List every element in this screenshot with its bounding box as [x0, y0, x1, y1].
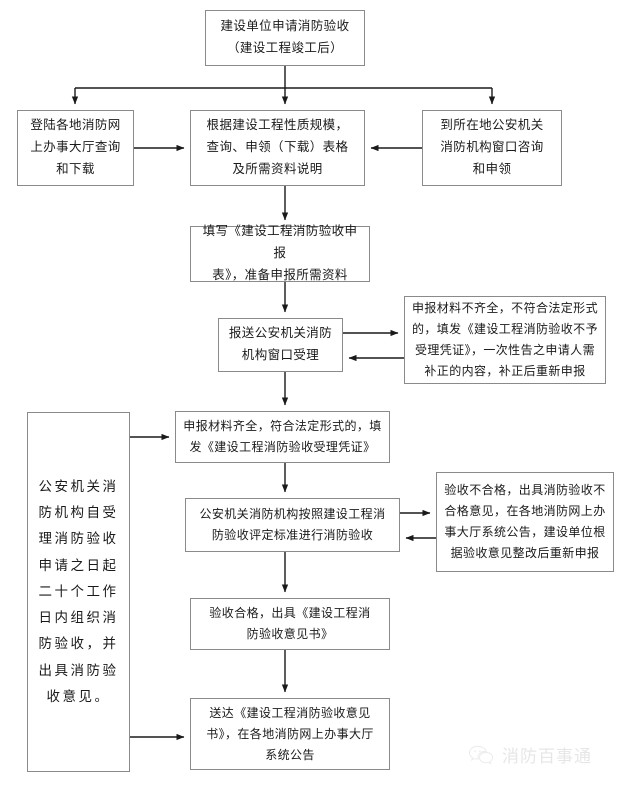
- node-start: 建设单位申请消防验收（建设工程竣工后）: [205, 10, 365, 66]
- watermark: 消防百事通: [468, 742, 592, 767]
- node-timeline-note-label: 公安机关消防机构自受理消防验收申请之日起二十个工作日内组织消防验收，并出具消防验…: [38, 478, 119, 705]
- node-incomplete-materials-label: 申报材料不齐全，不符合法定形式的，填发《建设工程消防验收不予受理凭证》，一次性告…: [411, 301, 598, 378]
- node-inspection-failed-label: 验收不合格，出具消防验收不合格意见，在各地消防网上办事大厅系统公告，建设单位根据…: [444, 483, 606, 560]
- node-timeline-note: 公安机关消防机构自受理消防验收申请之日起二十个工作日内组织消防验收，并出具消防验…: [27, 412, 130, 772]
- node-accept-voucher-label: 申报材料齐全，符合法定形式的，填发《建设工程消防验收受理凭证》: [183, 419, 382, 454]
- node-query-forms-label: 根据建设工程性质规模，查询、申领（下载）表格及所需资料说明: [206, 118, 349, 176]
- node-inspection-passed-label: 验收合格，出具《建设工程消防验收意见书》: [209, 606, 371, 641]
- node-deliver-opinion: 送达《建设工程消防验收意见书》，在各地消防网上办事大厅系统公告: [190, 698, 390, 770]
- node-query-forms: 根据建设工程性质规模，查询、申领（下载）表格及所需资料说明: [190, 110, 365, 186]
- node-incomplete-materials: 申报材料不齐全，不符合法定形式的，填发《建设工程消防验收不予受理凭证》，一次性告…: [404, 296, 606, 384]
- node-start-label: 建设单位申请消防验收（建设工程竣工后）: [220, 19, 350, 55]
- node-fill-form: 填写《建设工程消防验收申报表》，准备申报所需资料: [190, 224, 370, 282]
- node-online-hall-label: 登陆各地消防网上办事大厅查询和下载: [30, 118, 121, 176]
- node-window-consult: 到所在地公安机关消防机构窗口咨询和申领: [422, 110, 562, 186]
- node-accept-voucher: 申报材料齐全，符合法定形式的，填发《建设工程消防验收受理凭证》: [175, 411, 390, 463]
- node-fill-form-label: 填写《建设工程消防验收申报表》，准备申报所需资料: [202, 224, 358, 282]
- node-deliver-opinion-label: 送达《建设工程消防验收意见书》，在各地消防网上办事大厅系统公告: [206, 705, 374, 762]
- wechat-icon: [468, 745, 494, 764]
- node-submit-window-label: 报送公安机关消防机构窗口受理: [228, 326, 333, 362]
- watermark-label: 消防百事通: [502, 747, 592, 766]
- node-online-hall: 登陆各地消防网上办事大厅查询和下载: [17, 110, 134, 186]
- node-inspection-failed: 验收不合格，出具消防验收不合格意见，在各地消防网上办事大厅系统公告，建设单位根据…: [436, 472, 614, 572]
- node-inspection: 公安机关消防机构按照建设工程消防验收评定标准进行消防验收: [185, 498, 400, 552]
- node-inspection-label: 公安机关消防机构按照建设工程消防验收评定标准进行消防验收: [199, 507, 386, 542]
- node-inspection-passed: 验收合格，出具《建设工程消防验收意见书》: [190, 598, 390, 650]
- node-submit-window: 报送公安机关消防机构窗口受理: [218, 318, 343, 372]
- node-window-consult-label: 到所在地公安机关消防机构窗口咨询和申领: [440, 118, 544, 176]
